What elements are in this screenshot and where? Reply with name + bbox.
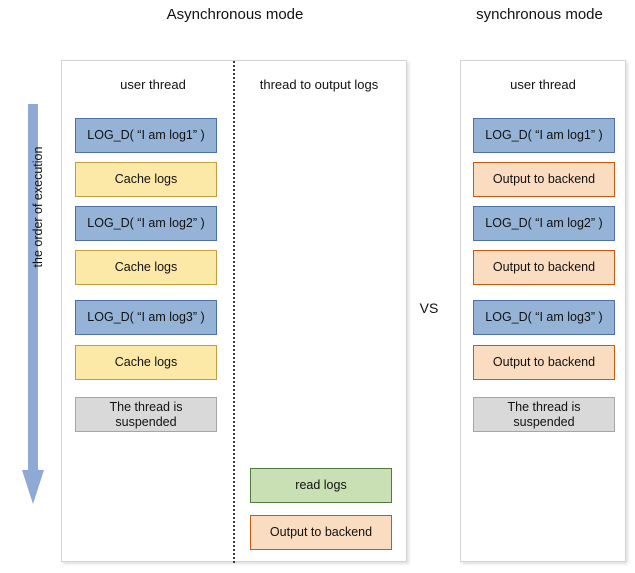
sync-step-box[interactable]: Output to backend xyxy=(473,162,615,197)
sync-step-box[interactable]: LOG_D( “I am log3” ) xyxy=(473,300,615,335)
sync-mode-title: synchronous mode xyxy=(476,6,603,23)
async-output-step-box[interactable]: read logs xyxy=(250,468,392,503)
async-step-box[interactable]: The thread is suspended xyxy=(75,397,217,432)
order-of-execution-arrow xyxy=(22,104,44,504)
async-step-box[interactable]: Cache logs xyxy=(75,162,217,197)
sync-user-thread-header: user thread xyxy=(510,77,576,92)
async-mode-title: Asynchronous mode xyxy=(166,6,304,23)
async-step-box[interactable]: LOG_D( “I am log3” ) xyxy=(75,300,217,335)
sync-mode-panel: user thread LOG_D( “I am log1” ) Output … xyxy=(460,60,626,562)
async-output-thread-header: thread to output logs xyxy=(259,77,379,92)
async-step-box[interactable]: LOG_D( “I am log1” ) xyxy=(75,118,217,153)
sync-step-box[interactable]: Output to backend xyxy=(473,250,615,285)
async-step-box[interactable]: LOG_D( “I am log2” ) xyxy=(75,206,217,241)
sync-step-box[interactable]: Output to backend xyxy=(473,345,615,380)
order-of-execution-label: the order of execution xyxy=(31,146,45,268)
sync-step-box[interactable]: LOG_D( “I am log1” ) xyxy=(473,118,615,153)
async-step-box[interactable]: Cache logs xyxy=(75,345,217,380)
async-mode-panel: user thread thread to output logs LOG_D(… xyxy=(61,60,407,563)
sync-step-box[interactable]: The thread is suspended xyxy=(473,397,615,432)
down-arrow-icon xyxy=(22,104,44,504)
thread-divider xyxy=(233,61,235,563)
async-step-box[interactable]: Cache logs xyxy=(75,250,217,285)
async-user-thread-header: user thread xyxy=(120,77,186,92)
async-output-step-box[interactable]: Output to backend xyxy=(250,515,392,550)
vs-label: VS xyxy=(419,300,439,316)
sync-step-box[interactable]: LOG_D( “I am log2” ) xyxy=(473,206,615,241)
